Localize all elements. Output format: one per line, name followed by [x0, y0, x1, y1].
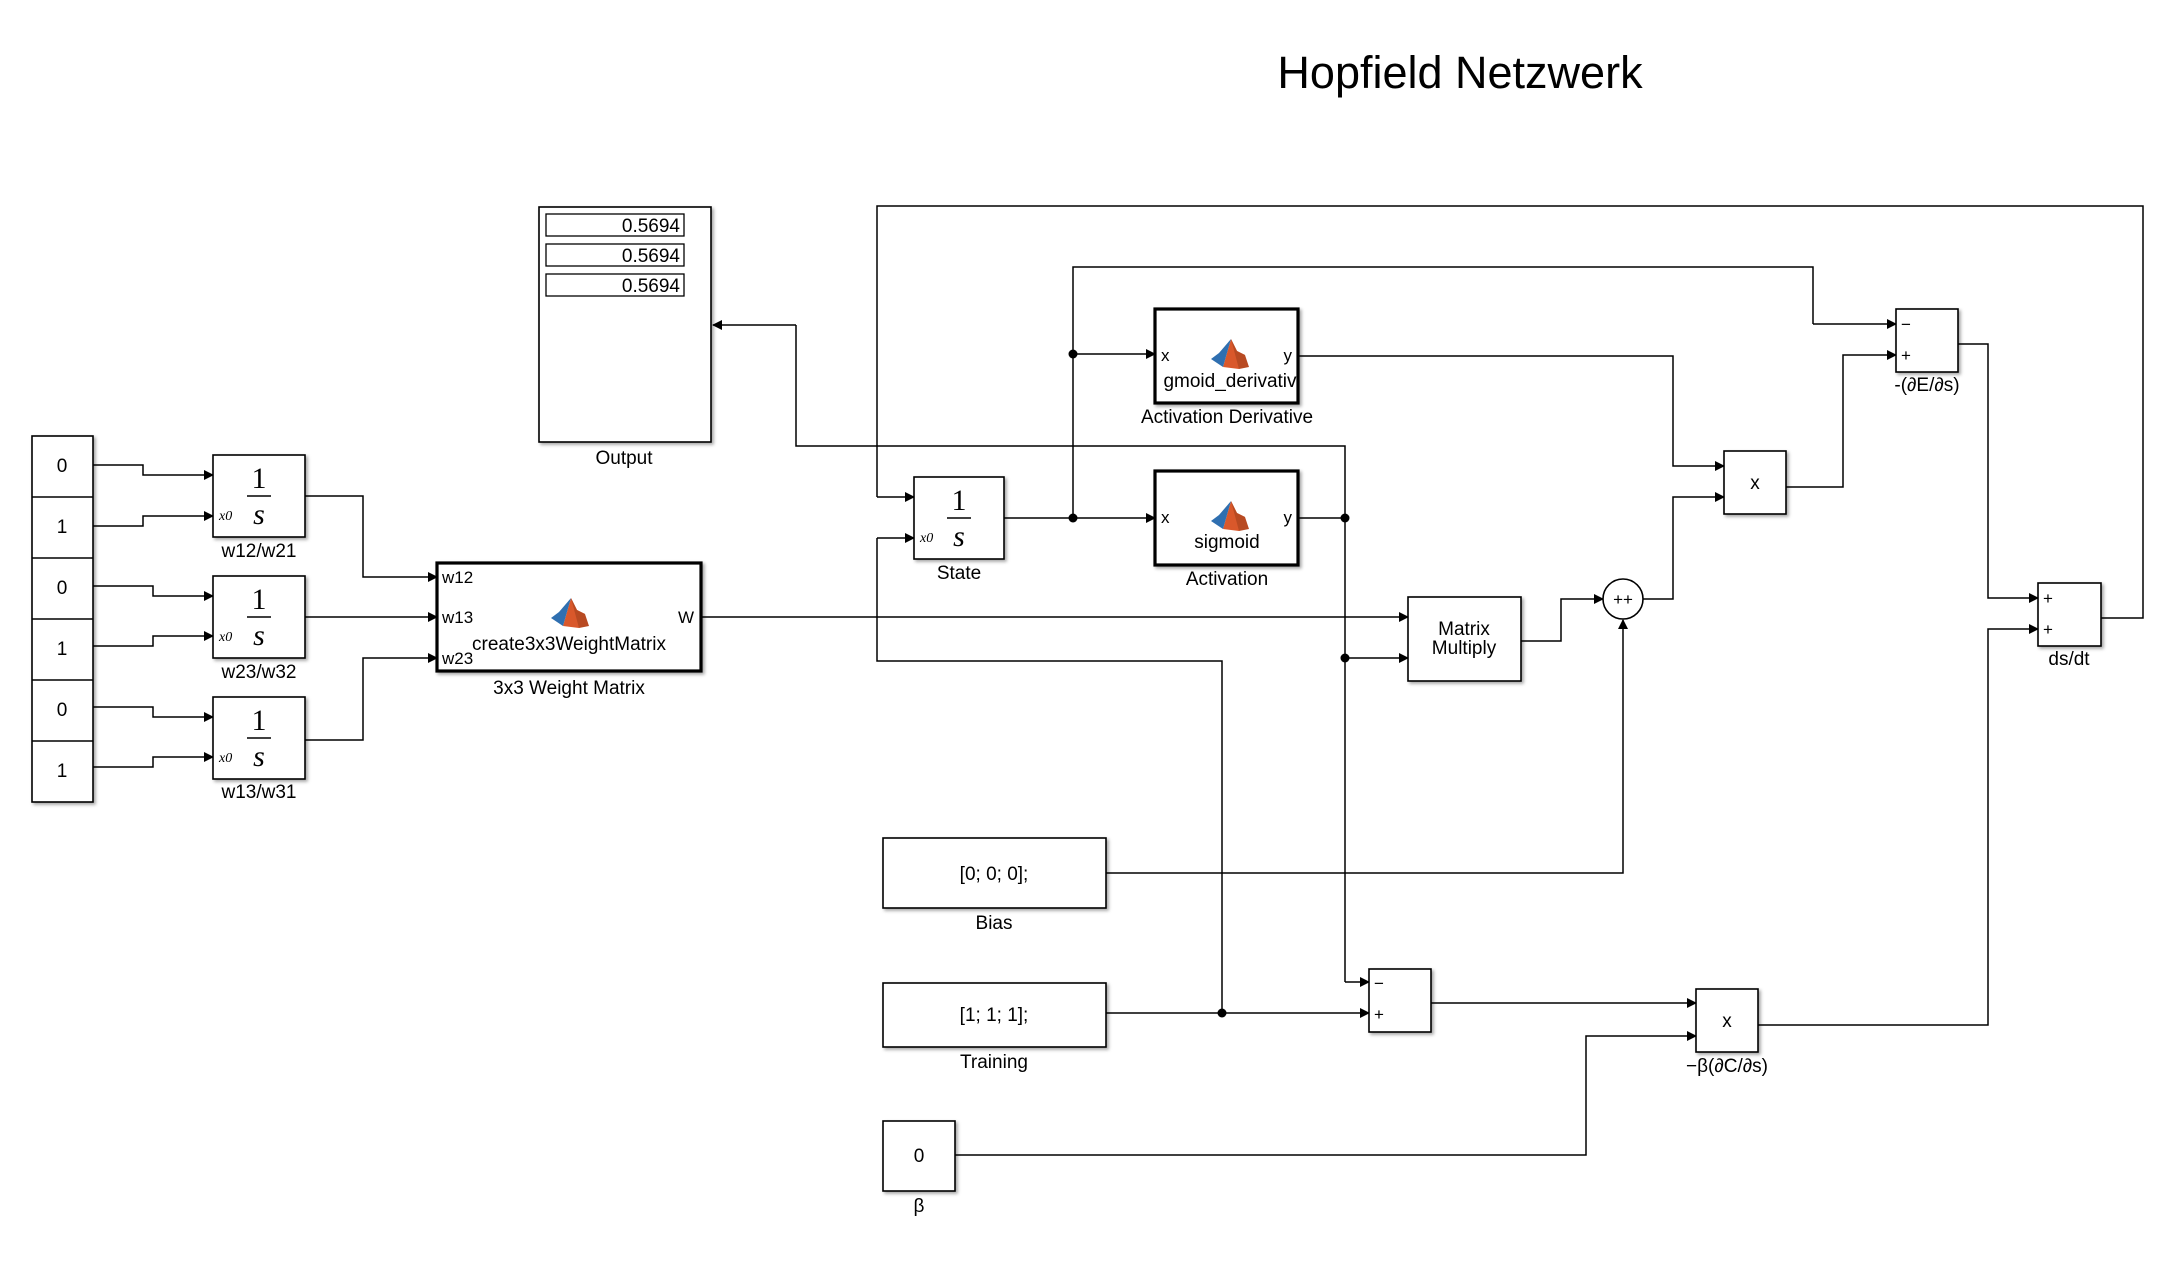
bias-constant[interactable]: [0; 0; 0]; Bias: [882, 837, 1107, 934]
integrator-label: w13/w31: [221, 782, 297, 803]
energy-gradient-label: -(∂E/∂s): [1894, 375, 1959, 396]
constant-value[interactable]: 0: [57, 578, 68, 599]
svg-text:x: x: [1161, 508, 1170, 527]
svg-text:+: +: [2043, 620, 2053, 639]
cost-gradient-product[interactable]: x −β(∂C/∂s): [1686, 988, 1768, 1077]
output-value: 0.5694: [622, 276, 681, 297]
svg-text:[0; 0; 0];: [0; 0; 0];: [960, 864, 1029, 885]
beta-label: β: [914, 1196, 925, 1217]
svg-text:+: +: [2043, 589, 2053, 608]
activation-block[interactable]: x y sigmoid Activation: [1153, 469, 1300, 590]
svg-text:+: +: [1374, 1005, 1384, 1024]
svg-text:+: +: [1901, 346, 1911, 365]
activation-label: Activation: [1186, 569, 1268, 590]
state-integrator[interactable]: 1 s x0 State: [913, 476, 1005, 584]
svg-text:Multiply: Multiply: [1432, 638, 1497, 659]
integrator-w12-w21[interactable]: 1 s x0 w12/w21: [212, 454, 306, 562]
matrix-multiply-block[interactable]: Matrix Multiply: [1407, 596, 1522, 682]
svg-text:s: s: [253, 740, 265, 773]
constants-stack: 0 1 0 1 0 1: [31, 435, 94, 803]
svg-text:1: 1: [252, 583, 267, 616]
svg-text:create3x3WeightMatrix: create3x3WeightMatrix: [472, 634, 666, 655]
svg-text:w12: w12: [441, 568, 473, 587]
output-value: 0.5694: [622, 246, 681, 267]
svg-text:x0: x0: [218, 630, 232, 645]
junction-dots: [1068, 349, 1350, 1018]
activation-derivative-label: Activation Derivative: [1141, 407, 1313, 428]
integrator-label: w23/w32: [221, 662, 297, 683]
svg-text:gmoid_derivativ: gmoid_derivativ: [1163, 371, 1297, 392]
training-label: Training: [960, 1052, 1028, 1073]
integrator-w23-w32[interactable]: 1 s x0 w23/w32: [212, 575, 306, 683]
product-block[interactable]: x: [1723, 450, 1787, 515]
energy-gradient-sum[interactable]: − + -(∂E/∂s): [1894, 308, 1960, 396]
constant-value[interactable]: 1: [57, 639, 68, 660]
svg-text:s: s: [253, 498, 265, 531]
svg-text:y: y: [1284, 508, 1293, 527]
weight-matrix-block[interactable]: w12 w13 w23 W create3x3WeightMatrix 3x3 …: [435, 561, 703, 699]
signal-lines: [93, 205, 2144, 1156]
svg-text:++: ++: [1613, 590, 1633, 609]
svg-text:x0: x0: [919, 531, 933, 546]
training-constant[interactable]: [1; 1; 1]; Training: [882, 982, 1107, 1073]
weight-matrix-label: 3x3 Weight Matrix: [493, 678, 645, 699]
beta-constant[interactable]: 0 β: [882, 1120, 956, 1217]
svg-text:1: 1: [952, 484, 967, 517]
activation-derivative-block[interactable]: x y gmoid_derivativ Activation Derivativ…: [1141, 307, 1313, 428]
constant-value[interactable]: 1: [57, 761, 68, 782]
svg-text:1: 1: [252, 704, 267, 737]
diagram-title: Hopfield Netzwerk: [1277, 47, 1643, 98]
svg-text:w23: w23: [441, 649, 473, 668]
output-display-block[interactable]: 0.5694 0.5694 0.5694 Output: [538, 206, 712, 469]
svg-text:s: s: [953, 520, 965, 553]
svg-text:w13: w13: [441, 608, 473, 627]
svg-text:0: 0: [914, 1146, 925, 1167]
integrator-w13-w31[interactable]: 1 s x0 w13/w31: [212, 696, 306, 803]
svg-text:−: −: [1901, 315, 1911, 334]
integrator-label: w12/w21: [221, 541, 297, 562]
dsdt-sum[interactable]: + + ds/dt: [2037, 582, 2102, 670]
bias-label: Bias: [976, 913, 1013, 934]
svg-text:sigmoid: sigmoid: [1194, 532, 1259, 553]
svg-text:x0: x0: [218, 751, 232, 766]
constant-value[interactable]: 0: [57, 456, 68, 477]
svg-text:y: y: [1284, 346, 1293, 365]
svg-text:W: W: [678, 608, 694, 627]
svg-text:x0: x0: [218, 509, 232, 524]
output-value: 0.5694: [622, 216, 681, 237]
svg-text:x: x: [1722, 1011, 1732, 1032]
constant-value[interactable]: 1: [57, 517, 68, 538]
svg-text:x: x: [1161, 346, 1170, 365]
svg-text:x: x: [1750, 473, 1760, 494]
training-diff-sum[interactable]: − +: [1368, 968, 1432, 1033]
svg-text:[1; 1; 1];: [1; 1; 1];: [960, 1005, 1029, 1026]
svg-text:s: s: [253, 619, 265, 652]
constant-value[interactable]: 0: [57, 700, 68, 721]
dsdt-label: ds/dt: [2048, 649, 2090, 670]
svg-text:Matrix: Matrix: [1438, 619, 1490, 640]
state-label: State: [937, 563, 981, 584]
sum-block[interactable]: ++: [1602, 578, 1644, 620]
svg-text:−: −: [1374, 974, 1384, 993]
cost-gradient-label: −β(∂C/∂s): [1686, 1056, 1768, 1077]
output-label: Output: [595, 448, 653, 469]
svg-text:1: 1: [252, 462, 267, 495]
